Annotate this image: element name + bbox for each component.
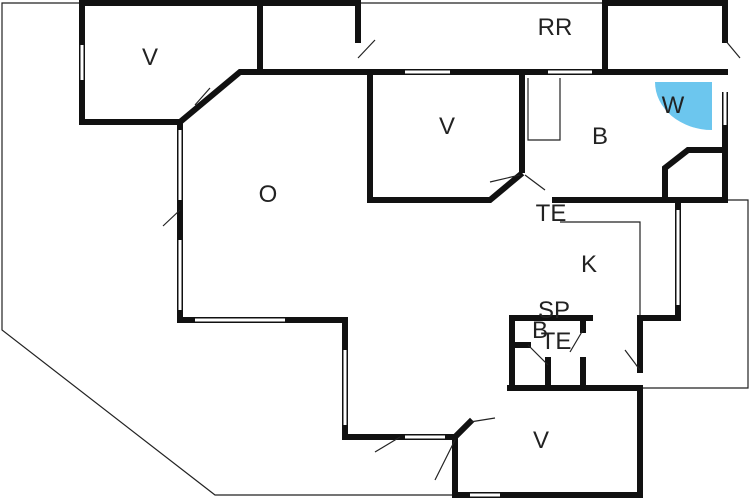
room-label-w: W	[661, 92, 685, 119]
doors	[162, 39, 741, 481]
room-label-k: K	[580, 251, 598, 278]
room-label-b1: B	[591, 123, 609, 150]
room-label-v1: V	[141, 44, 159, 71]
room-label-te2: TE	[540, 328, 572, 355]
room-label-te1: TE	[535, 200, 567, 227]
room-label-b2: B	[531, 317, 549, 344]
washer-icon	[655, 82, 712, 130]
room-label-rr: RR	[537, 14, 573, 41]
room-label-sp: SP	[537, 297, 571, 324]
room-label-o: O	[258, 181, 278, 208]
windows	[80, 45, 727, 497]
room-label-v3: V	[532, 427, 550, 454]
walls	[79, 0, 728, 498]
room-label-v2: V	[438, 113, 456, 140]
